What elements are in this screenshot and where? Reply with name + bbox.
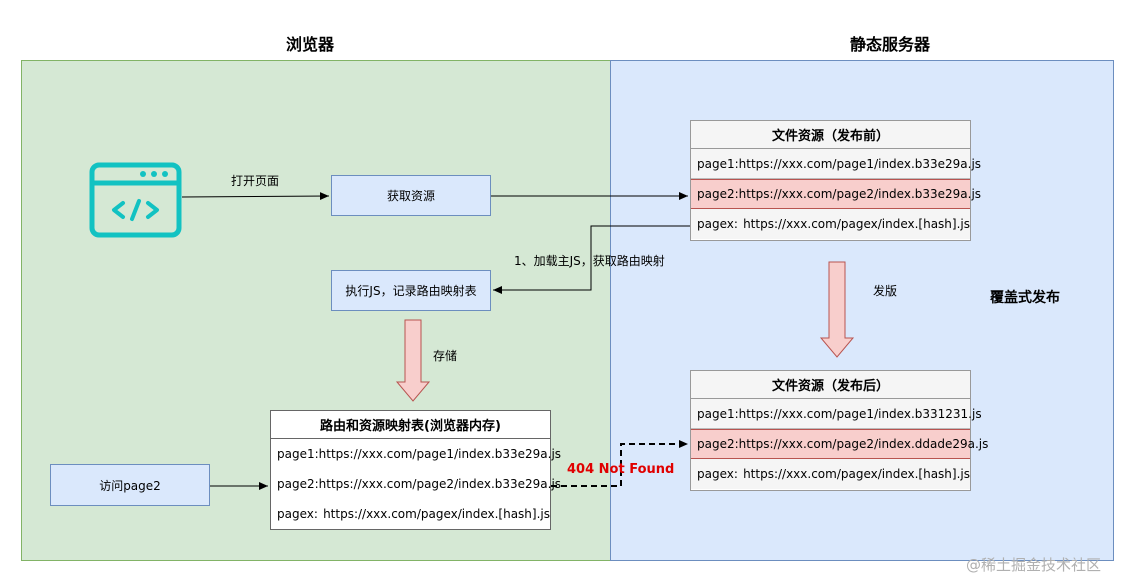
not-found-label: 404 Not Found [567, 462, 675, 477]
resource-table-after: 文件资源（发布后） page1:https://xxx.com/page1/in… [690, 370, 988, 491]
arrow-404-request [551, 440, 688, 487]
table-row: page1:https://xxx.com/page1/index.b33e29… [271, 439, 561, 469]
row-key: page1: [277, 447, 319, 461]
table-row: page2:https://xxx.com/page2/index.b33e29… [271, 469, 561, 499]
row-key: page1: [697, 406, 739, 421]
row-key: pagex: [277, 507, 318, 521]
open-page-label: 打开页面 [231, 174, 280, 188]
watermark: @稀土掘金技术社区 [966, 556, 1102, 574]
route-mapping-table-title: 路由和资源映射表(浏览器内存) [271, 411, 550, 439]
resource-table-before-title: 文件资源（发布前） [691, 121, 970, 149]
row-key: page1: [697, 156, 739, 171]
row-value: https://xxx.com/page1/index.b331231.js [738, 406, 982, 421]
visit-page2-box: 访问page2 [50, 464, 210, 506]
row-key: page2: [697, 437, 739, 451]
arrow-load-main-js [493, 225, 690, 294]
server-title: 静态服务器 [849, 35, 930, 54]
row-key: pagex: [697, 217, 738, 231]
browser-code-icon [89, 162, 182, 238]
store-arrow [395, 319, 431, 402]
table-row: pagex: https://xxx.com/pagex/index.[hash]… [691, 209, 970, 239]
fetch-resource-box: 获取资源 [331, 175, 491, 216]
table-row: pagex: https://xxx.com/pagex/index.[hash]… [271, 499, 550, 529]
row-value: https://xxx.com/pagex/index.[hash].js [323, 507, 550, 521]
release-label: 发版 [873, 284, 898, 298]
table-row: page1:https://xxx.com/page1/index.b33e29… [691, 149, 981, 179]
row-value: https://xxx.com/pagex/index.[hash].js [743, 467, 970, 481]
row-value: https://xxx.com/page2/index.b33e29a.js [738, 187, 982, 201]
arrow-open-page [181, 192, 330, 201]
row-key: page2: [277, 477, 319, 491]
exec-js-box: 执行JS，记录路由映射表 [331, 270, 491, 311]
browser-title: 浏览器 [285, 35, 334, 54]
load-main-js-label: 1、加载主JS，获取路由映射 [514, 254, 665, 268]
resource-table-after-title: 文件资源（发布后） [691, 371, 970, 399]
row-value: https://xxx.com/page1/index.b33e29a.js [318, 447, 562, 461]
overwrite-publish-label: 覆盖式发布 [990, 290, 1060, 306]
row-value: https://xxx.com/page2/index.b33e29a.js [318, 477, 562, 491]
row-value: https://xxx.com/page1/index.b33e29a.js [738, 156, 982, 171]
resource-table-before: 文件资源（发布前） page1:https://xxx.com/page1/in… [690, 120, 981, 241]
row-key: page2: [697, 187, 739, 201]
row-value: https://xxx.com/pagex/index.[hash].js [743, 217, 970, 231]
table-row: pagex: https://xxx.com/pagex/index.[hash]… [691, 459, 970, 489]
route-mapping-table: 路由和资源映射表(浏览器内存) page1:https://xxx.com/pa… [270, 410, 561, 530]
store-label: 存储 [433, 349, 458, 363]
row-key: pagex: [697, 467, 738, 481]
release-arrow [819, 261, 855, 358]
row-value: https://xxx.com/page2/index.ddade29a.js [738, 437, 989, 451]
table-row: page1:https://xxx.com/page1/index.b33123… [691, 399, 982, 429]
table-row-highlighted: page2:https://xxx.com/page2/index.ddade2… [691, 429, 988, 459]
table-row-highlighted: page2:https://xxx.com/page2/index.b33e29… [691, 179, 981, 209]
